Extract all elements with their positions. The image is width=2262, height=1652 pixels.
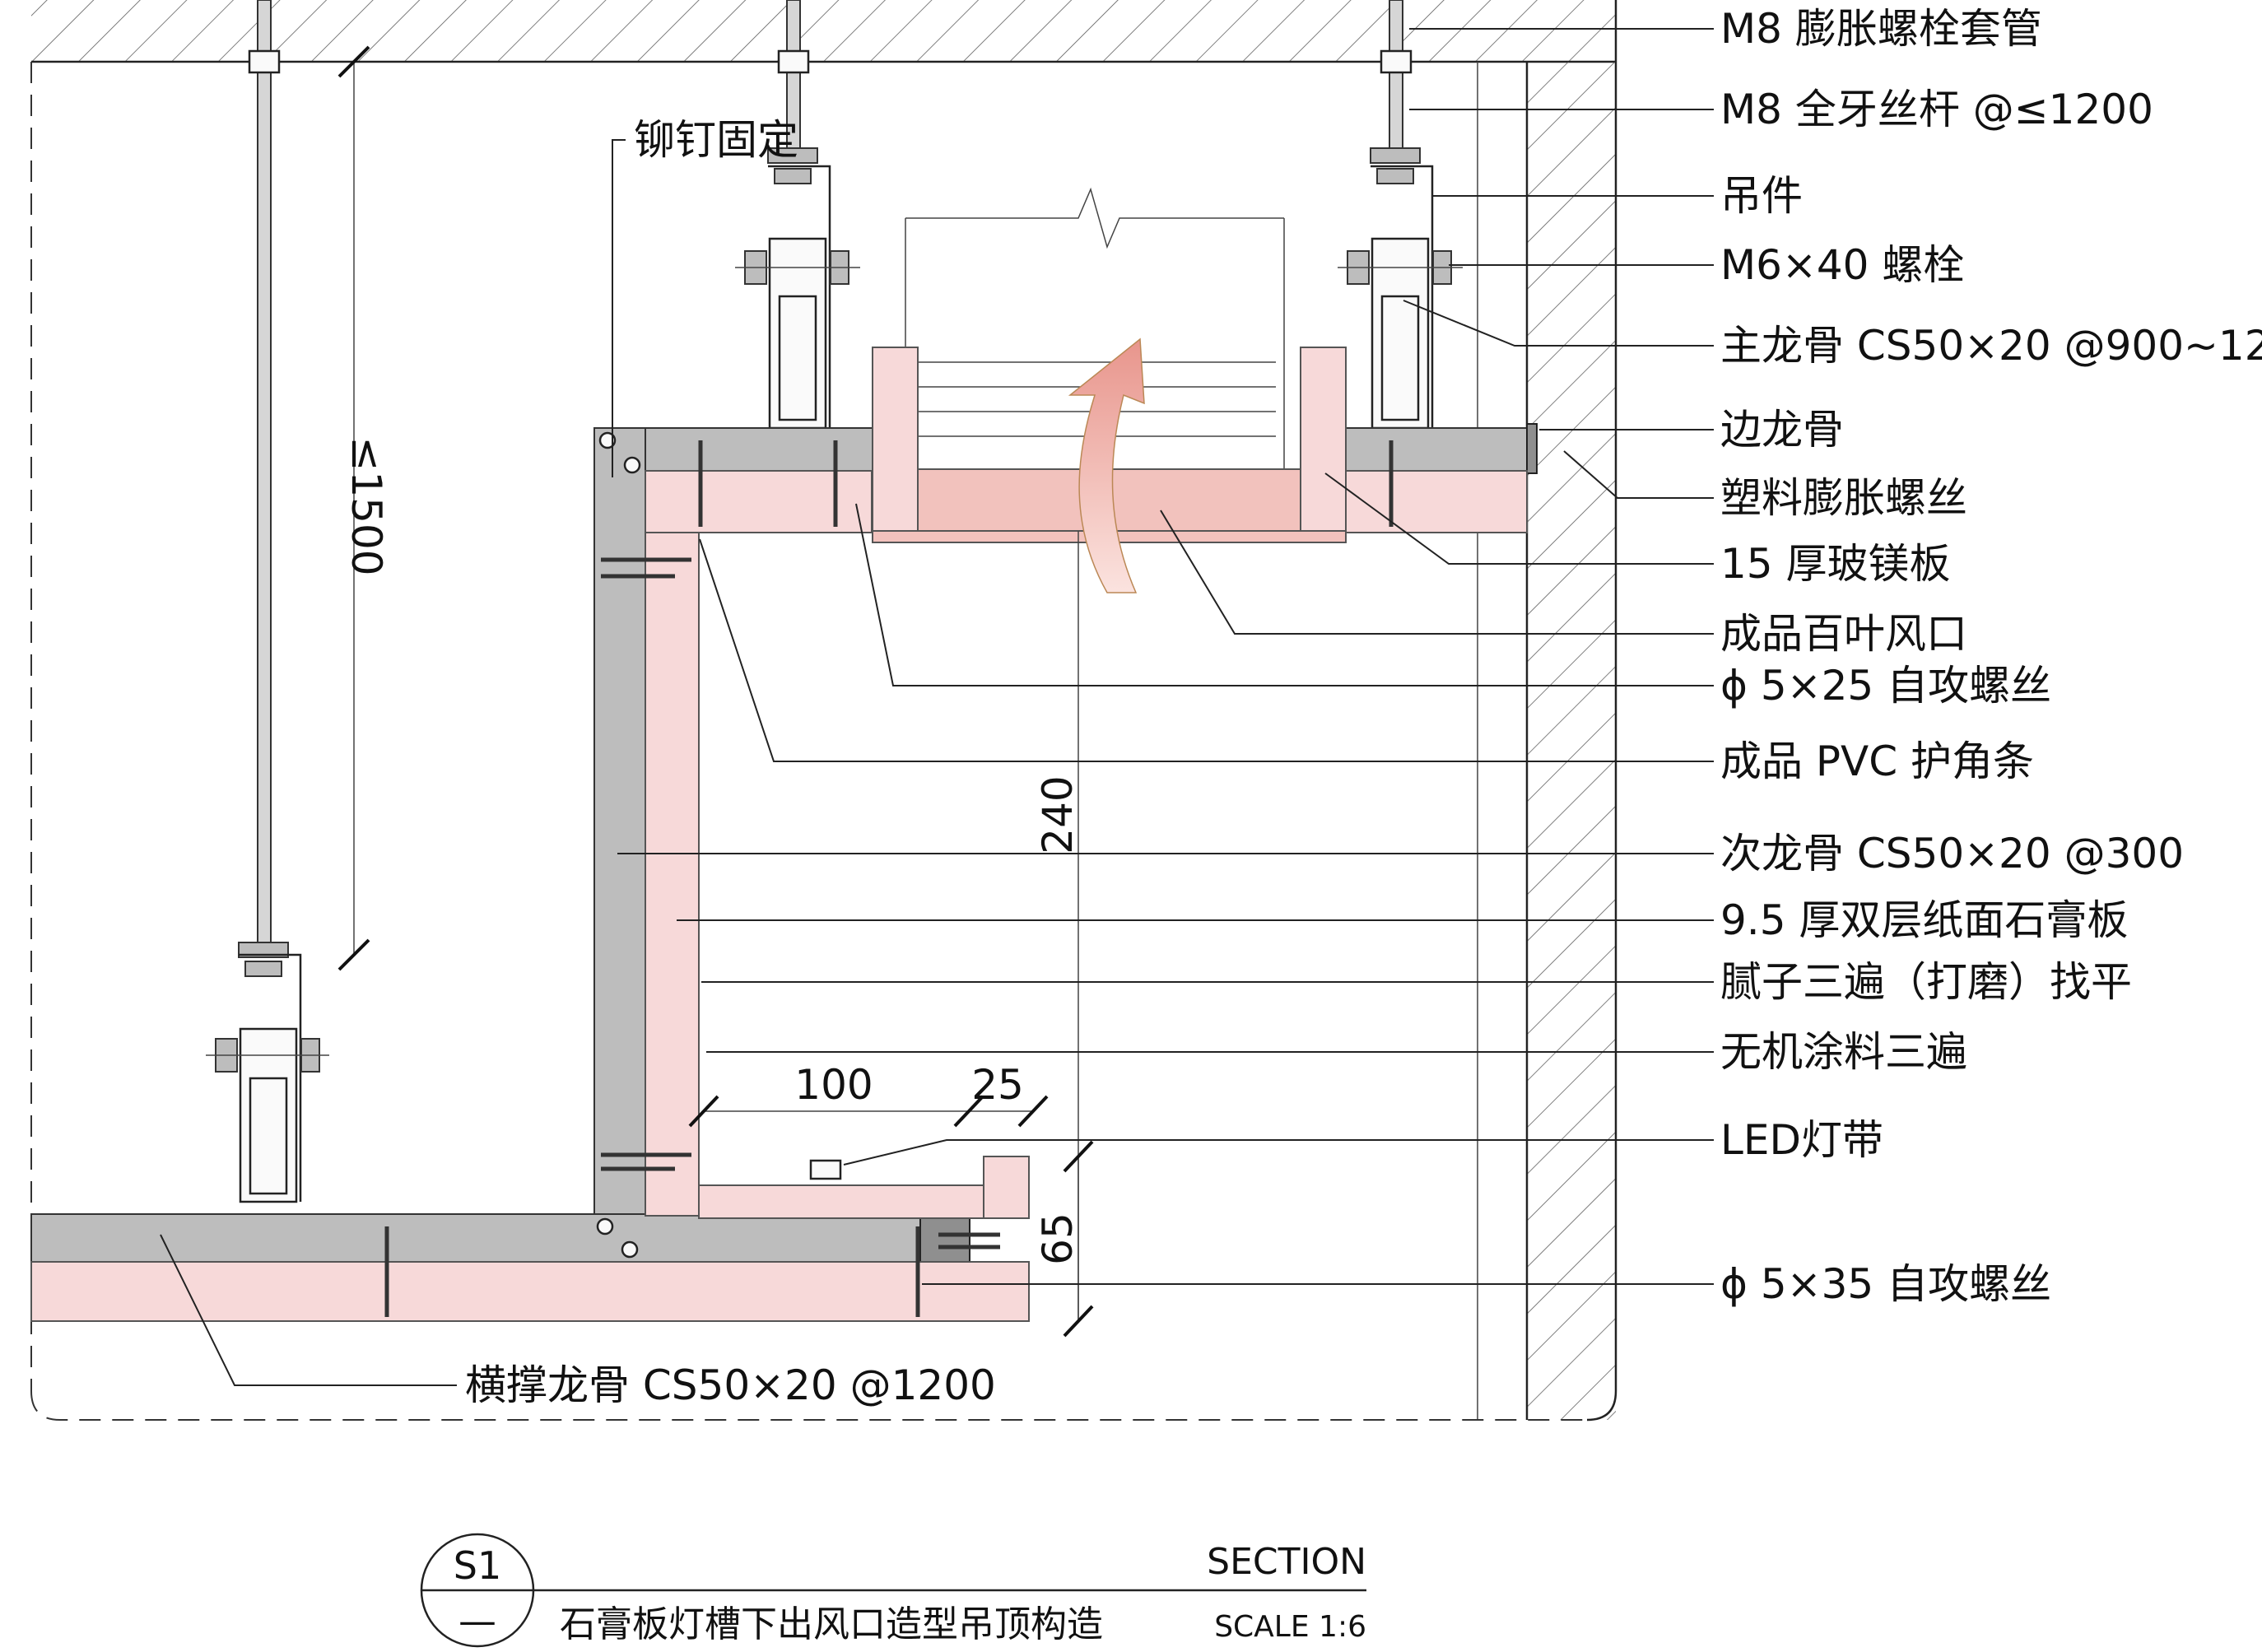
room-boundary (30, 62, 1587, 1421)
callout-double-gypsum: 9.5 厚双层纸面石膏板 (1720, 896, 2128, 944)
callout-inorganic-paint: 无机涂料三遍 (1720, 1028, 1967, 1076)
callout-screw-5x25: ϕ 5×25 自攻螺丝 (1720, 662, 2051, 710)
callout-rivet: 铆钉固定 (634, 116, 798, 164)
callout-led-strip: LED灯带 (1720, 1116, 1883, 1164)
led-strip (809, 1159, 842, 1180)
hanger-left (206, 942, 329, 1203)
concrete-wall (1477, 0, 1617, 1422)
threaded-rod-right (1380, 0, 1413, 161)
hanger-right (1338, 147, 1463, 430)
main-keel (596, 423, 1538, 474)
callout-louver-diffuser: 成品百叶风口 (1720, 610, 1967, 658)
dim-depth: 240 (1034, 775, 1082, 854)
callout-pvc-corner-bead: 成品 PVC 护角条 (1720, 738, 2034, 785)
dimension-lines (337, 45, 1094, 1338)
callout-plastic-anchor: 塑料膨胀螺丝 (1720, 474, 1967, 522)
callout-secondary-keel: 次龙骨 CS50×20 @300 (1720, 830, 2184, 877)
dim-slot-height: 65 (1034, 1212, 1082, 1265)
hanger-middle (735, 147, 860, 430)
leader-lines (160, 28, 1714, 1386)
callout-cross-keel: 横撑龙骨 CS50×20 @1200 (465, 1361, 996, 1409)
section-label: SECTION (1207, 1541, 1366, 1583)
threaded-rod-left (248, 0, 281, 956)
gypsum-board (30, 347, 1528, 1322)
section-tag-sheet: — (458, 1598, 496, 1643)
callout-hanger: 吊件 (1720, 172, 1803, 220)
screws (384, 440, 1394, 1317)
dim-lip: 25 (971, 1061, 1024, 1109)
callout-mgo-board: 15 厚玻镁板 (1720, 540, 1951, 588)
callout-m6-bolt: M6×40 螺栓 (1720, 241, 1964, 289)
secondary-keel-vertical (593, 427, 646, 1227)
callout-screw-5x35: ϕ 5×35 自攻螺丝 (1720, 1260, 2051, 1308)
callout-main-keel: 主龙骨 CS50×20 @900~1200 (1720, 322, 2262, 370)
section-tag-number: S1 (454, 1543, 501, 1588)
drawing-title: 石膏板灯槽下出风口造型吊顶构造 (560, 1603, 1103, 1645)
drawing-scale: SCALE 1:6 (1214, 1610, 1366, 1644)
callout-putty: 腻子三遍（打磨）找平 (1720, 958, 2132, 1006)
title-block (420, 1533, 1366, 1648)
dim-slot-width: 100 (794, 1061, 873, 1109)
airflow-arrow (1068, 337, 1145, 593)
callout-expansion-bolt-sleeve: M8 膨胀螺栓套管 (1720, 5, 2042, 53)
cross-keel (30, 1209, 970, 1264)
callout-threaded-rod: M8 全牙丝杆 @≤1200 (1720, 86, 2153, 133)
concrete-slab (31, 0, 1616, 63)
dim-hanger-spacing: ≤1500 (342, 436, 390, 575)
callout-edge-keel: 边龙骨 (1720, 406, 1844, 454)
